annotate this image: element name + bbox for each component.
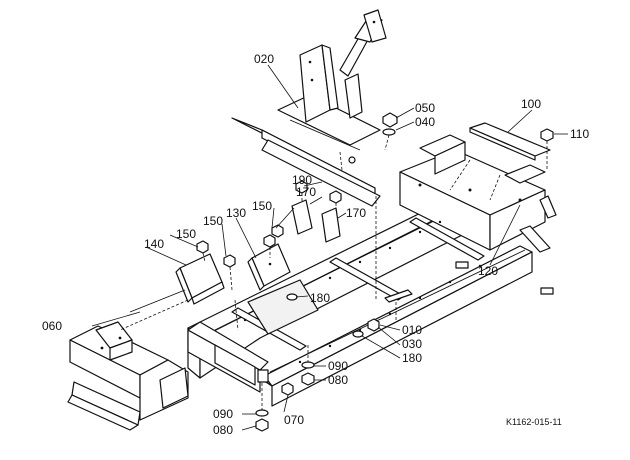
label-180-a: 180 (310, 291, 330, 305)
label-130: 130 (226, 206, 246, 220)
label-070: 070 (284, 413, 304, 427)
alignment-lines (119, 151, 501, 331)
plates-170 (291, 180, 342, 243)
label-090-a: 090 (328, 359, 348, 373)
label-010: 010 (402, 323, 422, 337)
front-bumper-060 (67, 321, 189, 431)
upper-bracket-assembly (231, 9, 387, 207)
label-180-b: 180 (402, 351, 422, 365)
front-hardware (255, 345, 315, 432)
label-150-c: 150 (176, 227, 196, 241)
plate-100 (469, 122, 554, 170)
drawing-code: K1162-015-11 (506, 417, 562, 427)
label-170-a: 170 (296, 185, 316, 199)
label-050: 050 (415, 101, 435, 115)
label-040: 040 (415, 115, 435, 129)
main-frame (187, 134, 557, 407)
label-080-a: 080 (328, 373, 348, 387)
label-190: 190 (292, 173, 312, 187)
bolts-150 (196, 224, 284, 291)
leader-lines (91, 64, 568, 431)
label-120: 120 (478, 264, 498, 278)
bracket-130 (247, 243, 291, 291)
bolt-050 (382, 112, 398, 151)
washer-180-center (286, 293, 364, 338)
label-110: 110 (570, 127, 589, 141)
label-020: 020 (254, 52, 274, 66)
label-090-b: 090 (213, 407, 233, 421)
label-170-b: 170 (346, 206, 366, 220)
bracket-140 (175, 253, 225, 305)
label-080-b: 080 (213, 423, 233, 437)
bolt-030 (367, 318, 380, 332)
label-150-a: 150 (252, 199, 272, 213)
pin-010 (384, 289, 413, 320)
part-labels: 020 050 040 100 110 190 170 170 130 150 … (42, 52, 589, 437)
label-030: 030 (402, 337, 422, 351)
label-060: 060 (42, 319, 62, 333)
label-140: 140 (144, 237, 164, 251)
label-150-b: 150 (203, 214, 223, 228)
label-100: 100 (521, 97, 541, 111)
